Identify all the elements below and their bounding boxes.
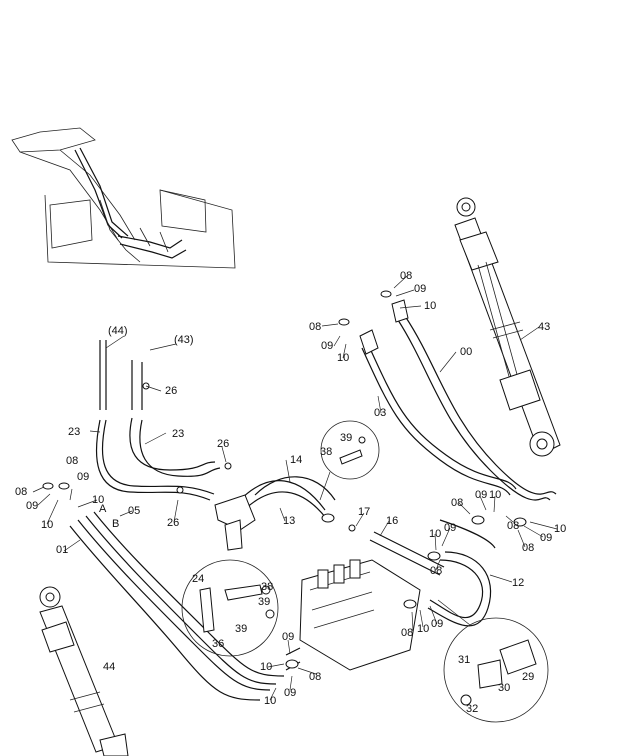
label-29: 29 bbox=[522, 671, 534, 683]
label-17: 17 bbox=[358, 506, 370, 518]
label-24: 24 bbox=[192, 573, 204, 585]
label-14: 14 bbox=[290, 454, 302, 466]
detail-circle-24-36-38-39 bbox=[181, 559, 279, 657]
label-10: 10 bbox=[417, 623, 429, 635]
label-10: 10 bbox=[489, 489, 501, 501]
label-09: 09 bbox=[282, 631, 294, 643]
hoses-16-12 bbox=[285, 519, 496, 671]
label-a: A bbox=[99, 503, 107, 515]
detail-circle-38-39 bbox=[319, 420, 380, 501]
label-23: 23 bbox=[172, 428, 184, 440]
label-09: 09 bbox=[284, 687, 296, 699]
label-16: 16 bbox=[386, 515, 398, 527]
label-08: 08 bbox=[507, 520, 519, 532]
label-26: 26 bbox=[165, 385, 177, 397]
label-09: 09 bbox=[321, 340, 333, 352]
hoses-23 bbox=[95, 340, 221, 501]
label-38: 38 bbox=[320, 446, 332, 458]
label-10: 10 bbox=[260, 661, 272, 673]
label-00: 00 bbox=[460, 346, 472, 358]
hoses-00-03 bbox=[359, 299, 557, 501]
label-09: 09 bbox=[77, 471, 89, 483]
label-13: 13 bbox=[283, 515, 295, 527]
label-39: 39 bbox=[340, 432, 352, 444]
control-valve bbox=[299, 559, 421, 671]
label-08: 08 bbox=[309, 321, 321, 333]
fittings bbox=[42, 290, 527, 669]
label-44: 44 bbox=[103, 661, 115, 673]
label-09: 09 bbox=[431, 618, 443, 630]
label-08: 08 bbox=[66, 455, 78, 467]
callout-labels: (44) (43) 26 23 23 26 08 09 08 10 09 10 … bbox=[15, 270, 566, 715]
label-23: 23 bbox=[68, 426, 80, 438]
label-30: 30 bbox=[498, 682, 510, 694]
label-05: 05 bbox=[128, 505, 140, 517]
label-08: 08 bbox=[309, 671, 321, 683]
label-32: 32 bbox=[466, 703, 478, 715]
label-09: 09 bbox=[444, 522, 456, 534]
label-39: 39 bbox=[235, 623, 247, 635]
label-36: 36 bbox=[212, 638, 224, 650]
label-43-ref: (43) bbox=[174, 334, 194, 346]
label-b: B bbox=[112, 518, 119, 530]
label-26: 26 bbox=[217, 438, 229, 450]
label-39: 39 bbox=[258, 596, 270, 608]
label-44-ref: (44) bbox=[108, 325, 128, 337]
label-10: 10 bbox=[429, 528, 441, 540]
label-31: 31 bbox=[458, 654, 470, 666]
label-26: 26 bbox=[167, 517, 179, 529]
label-10: 10 bbox=[337, 352, 349, 364]
label-08: 08 bbox=[400, 270, 412, 282]
cylinder-44 bbox=[39, 586, 129, 756]
hoses-13-14-main-bundle bbox=[69, 476, 336, 701]
label-08: 08 bbox=[522, 542, 534, 554]
label-10: 10 bbox=[41, 519, 53, 531]
detail-circle-29-32 bbox=[437, 599, 549, 723]
label-09: 09 bbox=[475, 489, 487, 501]
label-10: 10 bbox=[554, 523, 566, 535]
machine-overview-inset bbox=[11, 127, 236, 269]
label-08: 08 bbox=[430, 565, 442, 577]
cylinder-43 bbox=[454, 197, 561, 457]
label-09: 09 bbox=[540, 532, 552, 544]
label-09: 09 bbox=[26, 500, 38, 512]
label-10: 10 bbox=[264, 695, 276, 707]
label-10: 10 bbox=[92, 494, 104, 506]
label-38: 38 bbox=[261, 581, 273, 593]
label-03: 03 bbox=[374, 407, 386, 419]
leader-lines bbox=[32, 275, 558, 701]
label-09: 09 bbox=[414, 283, 426, 295]
label-08: 08 bbox=[451, 497, 463, 509]
label-08: 08 bbox=[15, 486, 27, 498]
label-12: 12 bbox=[512, 577, 524, 589]
label-43: 43 bbox=[538, 321, 550, 333]
label-08: 08 bbox=[401, 627, 413, 639]
label-10: 10 bbox=[424, 300, 436, 312]
label-01: 01 bbox=[56, 544, 68, 556]
